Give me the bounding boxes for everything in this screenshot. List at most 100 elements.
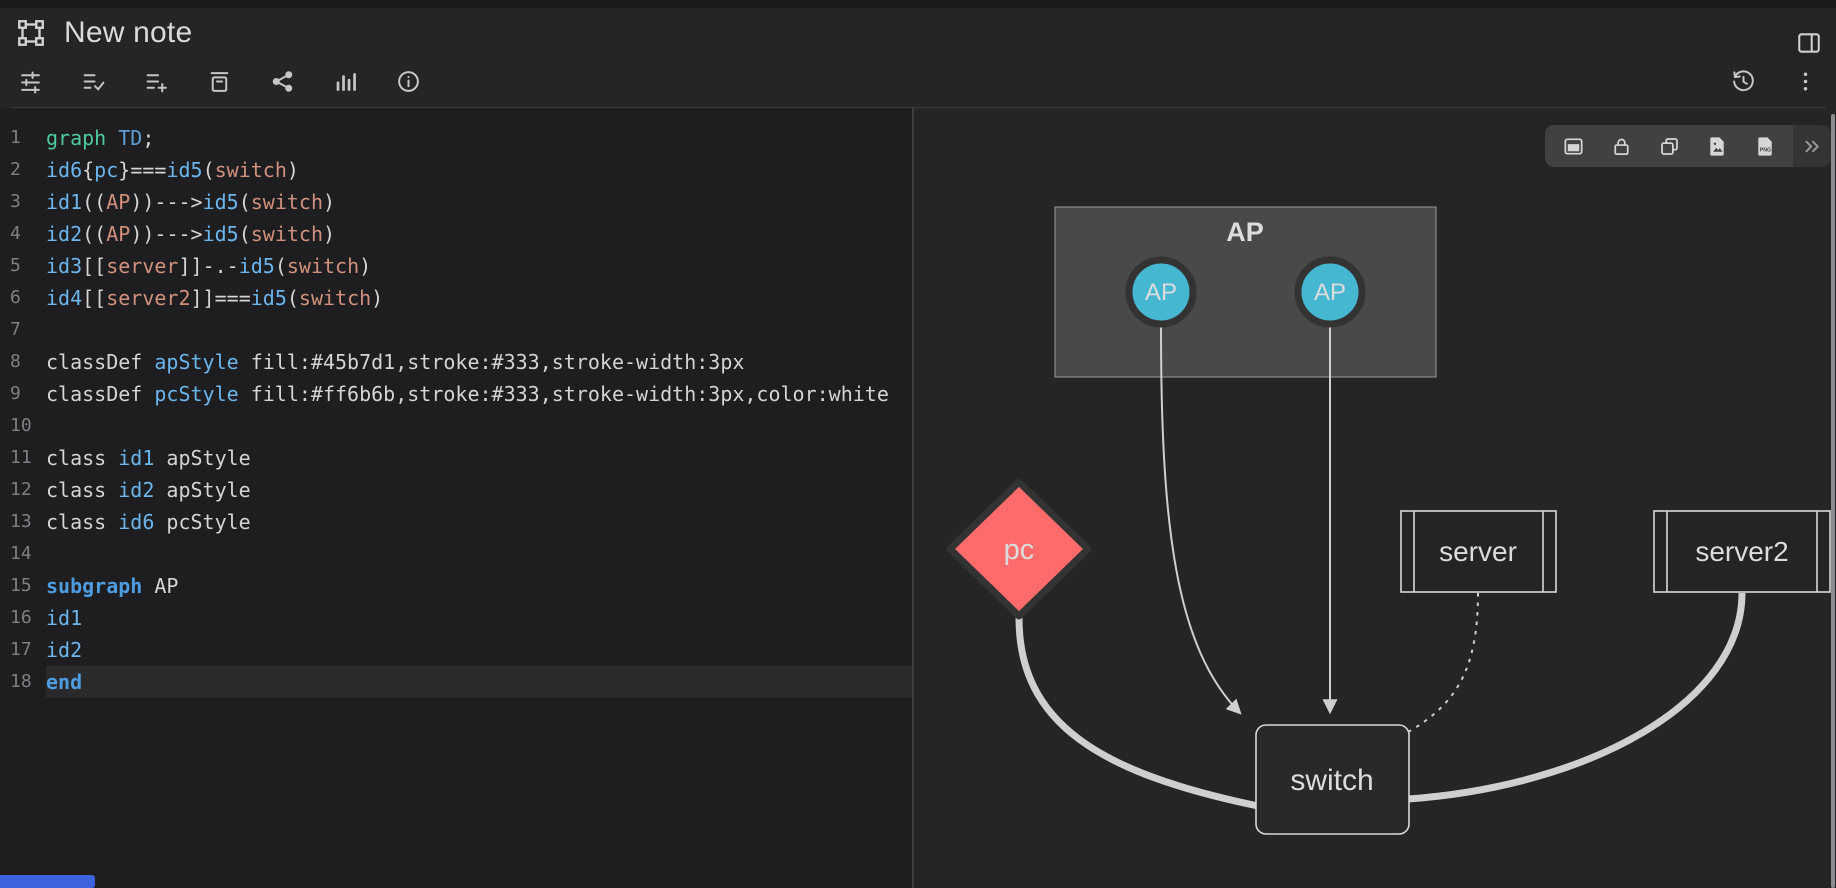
code-token	[106, 126, 118, 150]
node-id4-label: server2	[1695, 536, 1788, 567]
code-token: classDef	[46, 350, 155, 374]
code-token: class	[46, 510, 119, 534]
node-id4: server2	[1653, 510, 1831, 593]
code-token: )	[359, 254, 372, 278]
code-line[interactable]: 14	[0, 538, 912, 570]
line-number: 9	[10, 383, 21, 404]
png-icon-label: PNG	[1759, 147, 1770, 153]
code-line-text: id3[[server]]-.-id5(switch)	[46, 250, 912, 282]
line-number: 11	[10, 447, 32, 468]
code-token: id1	[118, 446, 155, 470]
code-token: id3	[46, 254, 83, 278]
code-line[interactable]: 15 subgraph AP	[0, 570, 912, 602]
preview-vscrollbar-thumb[interactable]	[1831, 114, 1835, 888]
code-token: id5	[202, 190, 239, 214]
code-token: )	[371, 286, 384, 310]
code-token: --->	[154, 190, 203, 214]
line-number: 18	[10, 671, 32, 692]
window-top-strip	[0, 0, 1836, 8]
code-token: id6	[46, 158, 83, 182]
code-token: )	[323, 190, 336, 214]
code-token: AP	[142, 574, 179, 598]
lock-icon[interactable]	[1597, 125, 1645, 167]
code-token: class	[46, 478, 119, 502]
export-image-icon[interactable]	[1693, 125, 1741, 167]
mermaid-diagram[interactable]: AP AP AP pc server	[914, 108, 1836, 888]
code-line[interactable]: 11 class id1 apStyle	[0, 442, 912, 474]
main-toolbar	[0, 58, 1836, 104]
pane-divider[interactable]	[912, 108, 914, 888]
line-number: 12	[10, 479, 32, 500]
subgraph-ap: AP	[1054, 206, 1437, 378]
split-view-icon[interactable]	[1796, 30, 1822, 56]
code-token: ===	[214, 286, 251, 310]
diagram-preview-pane[interactable]: AP AP AP pc server	[914, 108, 1836, 888]
node-id1-label: AP	[1145, 279, 1177, 306]
code-line-text: class id1 apStyle	[46, 442, 912, 474]
node-id2-label: AP	[1314, 279, 1346, 306]
code-token: -.-	[202, 254, 239, 278]
archive-icon[interactable]	[198, 63, 240, 99]
code-token: --->	[154, 222, 203, 246]
copy-icon[interactable]	[1645, 125, 1693, 167]
code-token: switch	[214, 158, 287, 182]
code-token: id2	[46, 222, 83, 246]
code-token: fill:#ff6b6b,stroke:#333,stroke-width:3p…	[238, 382, 889, 406]
edge-layer	[1015, 326, 1746, 810]
list-check-icon[interactable]	[72, 63, 114, 99]
line-number: 2	[10, 159, 21, 180]
code-token: pcStyle	[154, 510, 251, 534]
code-line[interactable]: 18 end	[0, 666, 912, 698]
subgraph-ap-label: AP	[1226, 217, 1264, 247]
line-number: 1	[10, 127, 21, 148]
info-icon[interactable]	[387, 63, 429, 99]
code-line[interactable]: 7	[0, 314, 912, 346]
share-icon[interactable]	[261, 63, 303, 99]
code-token: id5	[202, 222, 239, 246]
more-vertical-icon[interactable]	[1784, 63, 1826, 99]
code-token: id1	[46, 606, 83, 630]
code-line-text: end	[46, 666, 912, 698]
editor-hscrollbar-thumb[interactable]	[0, 875, 95, 888]
export-png-icon[interactable]: PNG	[1741, 125, 1789, 167]
code-token: switch	[286, 254, 360, 278]
code-token: }	[118, 158, 131, 182]
code-token: (	[274, 254, 287, 278]
code-token: ((	[82, 190, 107, 214]
code-line-text	[46, 538, 912, 570]
code-line-text: subgraph AP	[46, 570, 912, 602]
preview-card-icon[interactable]	[1549, 125, 1597, 167]
code-line-text: classDef apStyle fill:#45b7d1,stroke:#33…	[46, 346, 912, 378]
list-add-icon[interactable]	[135, 63, 177, 99]
code-token: ===	[130, 158, 167, 182]
code-token: id5	[250, 286, 287, 310]
code-token: (	[238, 190, 251, 214]
line-number: 6	[10, 287, 21, 308]
code-line[interactable]: 10	[0, 410, 912, 442]
bar-chart-icon[interactable]	[324, 63, 366, 99]
code-token: id1	[46, 190, 83, 214]
code-token: ))	[130, 190, 155, 214]
line-number: 15	[10, 575, 32, 596]
code-token: fill:#45b7d1,stroke:#333,stroke-width:3p…	[238, 350, 745, 374]
history-icon[interactable]	[1722, 63, 1764, 99]
code-token: (	[286, 286, 299, 310]
tune-icon[interactable]	[9, 63, 51, 99]
toolbar-divider	[10, 107, 1826, 108]
node-id5-label: switch	[1290, 764, 1373, 797]
collapse-chevrons-icon[interactable]	[1793, 125, 1831, 167]
